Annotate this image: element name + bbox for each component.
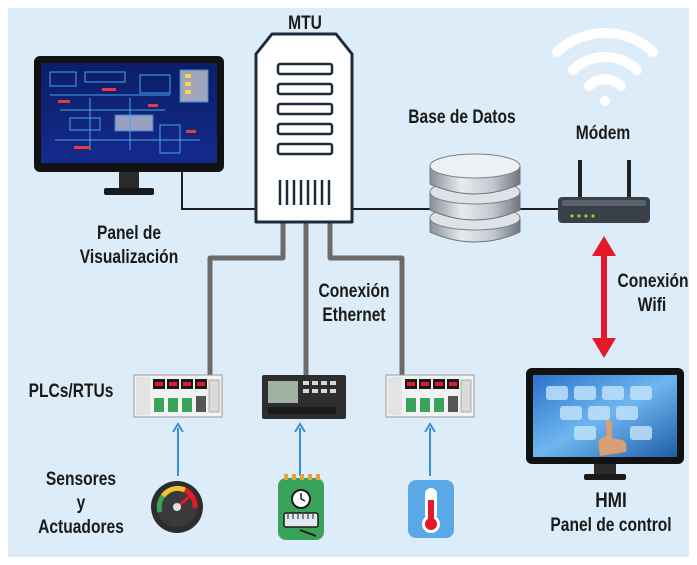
rtu-icon	[262, 375, 346, 419]
touch-screen-icon	[526, 368, 684, 480]
wifi-label-line1: Conexión	[617, 271, 689, 292]
database-icon	[429, 153, 521, 243]
ethernet-label-line1: Conexión	[318, 281, 390, 302]
network-wires	[181, 172, 558, 210]
sensors-label-line2: y	[76, 492, 86, 514]
plc-icon	[133, 374, 223, 418]
timer-meter-icon	[278, 474, 324, 540]
modem-label: Módem	[568, 122, 639, 146]
hmi-label-line2: Panel de control	[550, 515, 672, 537]
plcs-label: PLCs/RTUs	[26, 380, 116, 404]
ethernet-cables	[207, 222, 405, 375]
wifi-link-arrow	[592, 236, 616, 358]
modem-label-text: Módem	[575, 123, 631, 144]
mtu-label: MTU	[286, 12, 324, 36]
sensors-label: Sensores y Actuadores	[33, 468, 130, 539]
database-label-text: Base de Datos	[408, 107, 516, 128]
plc-icon	[385, 374, 475, 418]
plcs-label-text: PLCs/RTUs	[28, 381, 114, 402]
router-icon	[558, 160, 650, 223]
pressure-gauge-icon	[151, 481, 203, 533]
sensors-label-line1: Sensores	[45, 469, 117, 490]
database-label: Base de Datos	[405, 106, 520, 130]
panel-visualizacion-label: Panel de Visualización	[68, 222, 191, 270]
sensor-arrows	[172, 422, 436, 476]
ethernet-cable-plc-left	[207, 222, 286, 375]
ethernet-label: Conexión Ethernet	[315, 280, 394, 328]
server-icon	[254, 32, 354, 224]
wifi-label: Conexión Wifi	[617, 270, 689, 318]
monitor-mtu-wire	[181, 172, 270, 210]
sensor-arrowhead-center	[294, 422, 306, 433]
mtu-label-text: MTU	[288, 13, 322, 34]
monitor-icon	[34, 56, 224, 195]
hmi-label: HMI Panel de control	[550, 488, 673, 538]
wifi-signal-icon	[552, 27, 658, 106]
ethernet-label-line2: Ethernet	[322, 304, 386, 326]
wifi-label-line2: Wifi	[637, 294, 667, 316]
sensor-arrowhead-left	[172, 422, 184, 433]
panel-label-line2: Visualización	[79, 246, 179, 268]
ethernet-cable-plc-right	[327, 222, 405, 375]
sensor-arrowhead-right	[424, 422, 436, 433]
panel-label-line1: Panel de	[96, 223, 162, 244]
sensors-label-line3: Actuadores	[38, 516, 124, 538]
thermometer-icon	[408, 480, 454, 538]
hmi-label-line1: HMI	[595, 489, 627, 512]
